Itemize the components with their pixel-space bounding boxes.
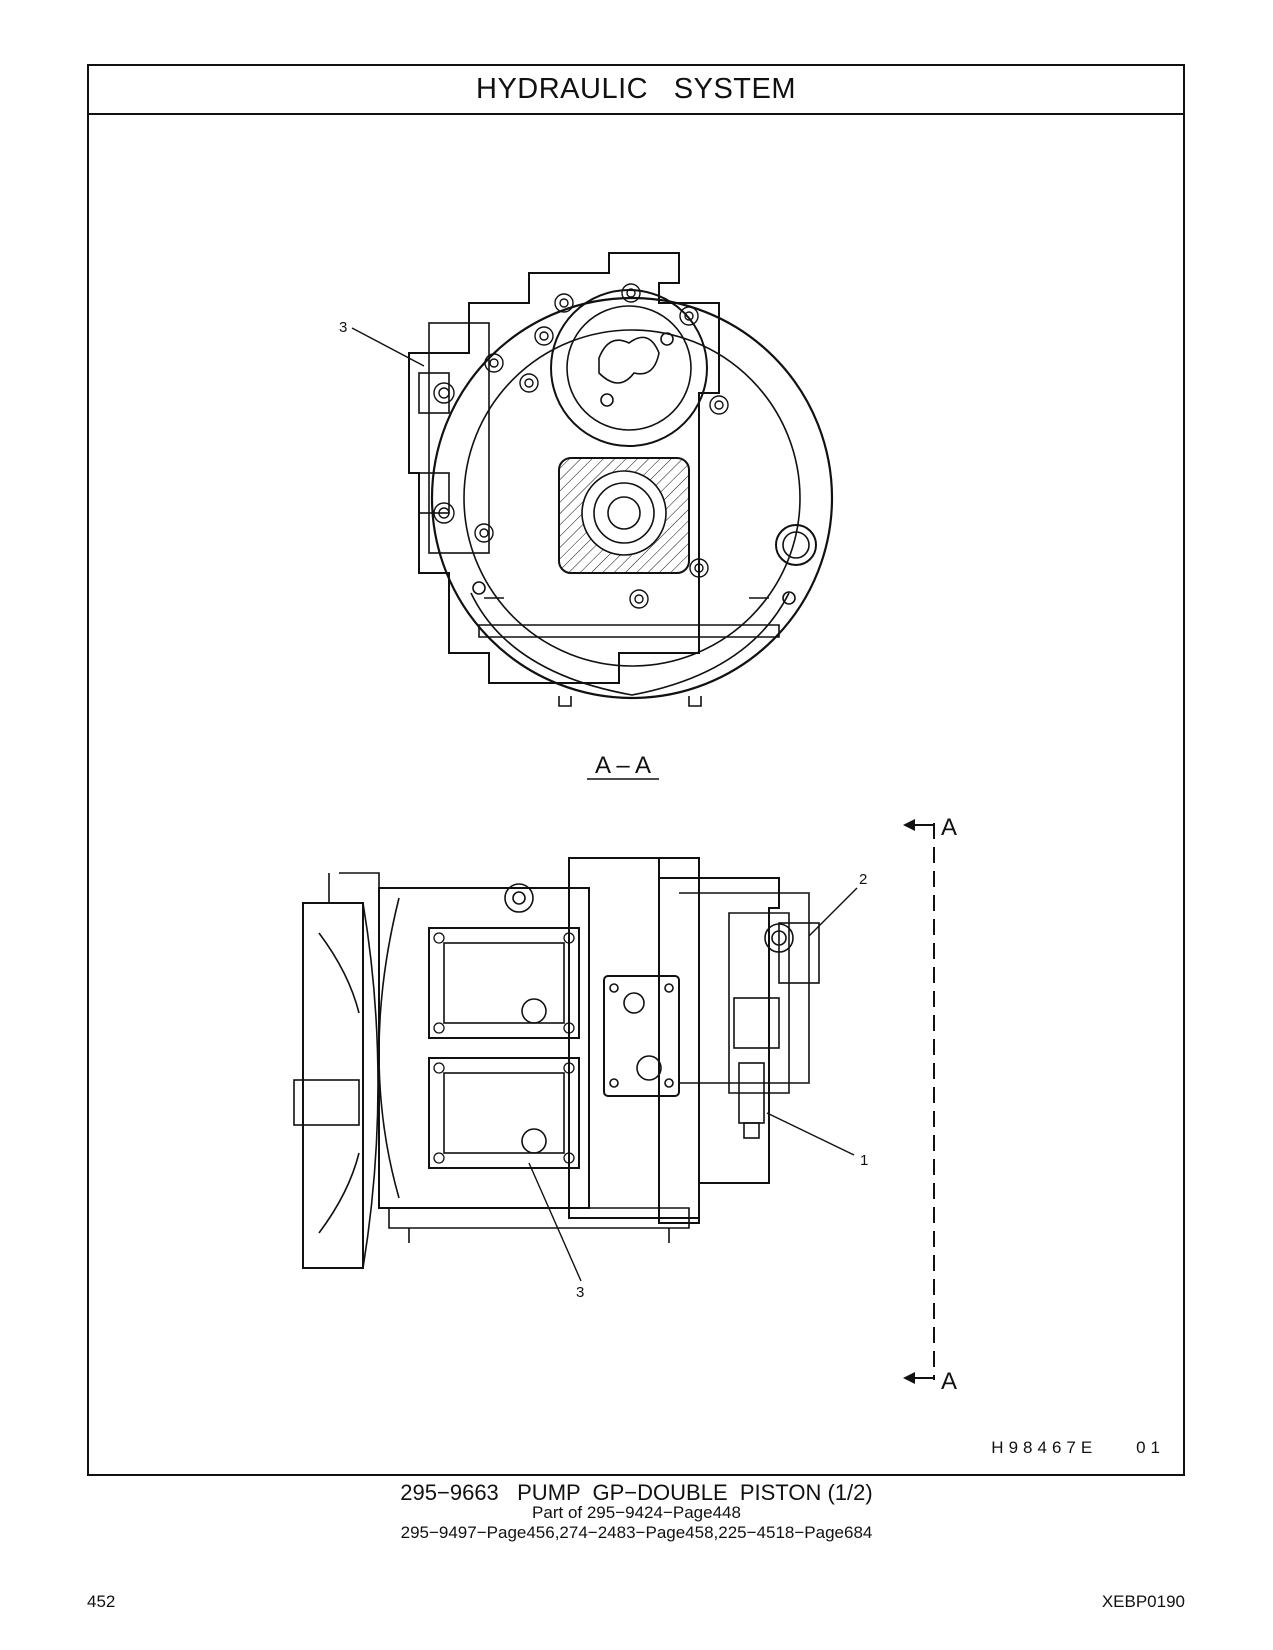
side-view <box>293 857 820 1269</box>
end-view-a-a <box>408 252 834 707</box>
part-of-reference: Part of 295−9424−Page448 <box>532 1503 741 1522</box>
figure-id: H98467E 01 <box>991 1438 1165 1457</box>
page-number: 452 <box>87 1592 116 1611</box>
document-id: XEBP0190 <box>1101 1592 1185 1611</box>
parts-illustration: 3 A – A <box>89 113 1183 1474</box>
section-title: HYDRAULIC SYSTEM <box>476 73 796 105</box>
callout-2: 2 <box>859 871 867 888</box>
section-marker-bottom: A <box>941 1368 957 1395</box>
section-view-label: A – A <box>595 752 651 779</box>
callout-3-bottom: 3 <box>576 1284 584 1301</box>
part-title: 295−9663 PUMP GP−DOUBLE PISTON (1/2) <box>400 1480 873 1505</box>
callout-3-top: 3 <box>339 319 347 336</box>
drawing-frame: HYDRAULIC SYSTEM <box>87 64 1185 1476</box>
callout-1: 1 <box>860 1152 868 1169</box>
pump-drawing: 3 A – A <box>293 252 957 1395</box>
section-marker-top: A <box>941 814 957 841</box>
section-title-bar: HYDRAULIC SYSTEM <box>89 66 1183 115</box>
related-references: 295−9497−Page456,274−2483−Page458,225−45… <box>400 1523 873 1542</box>
